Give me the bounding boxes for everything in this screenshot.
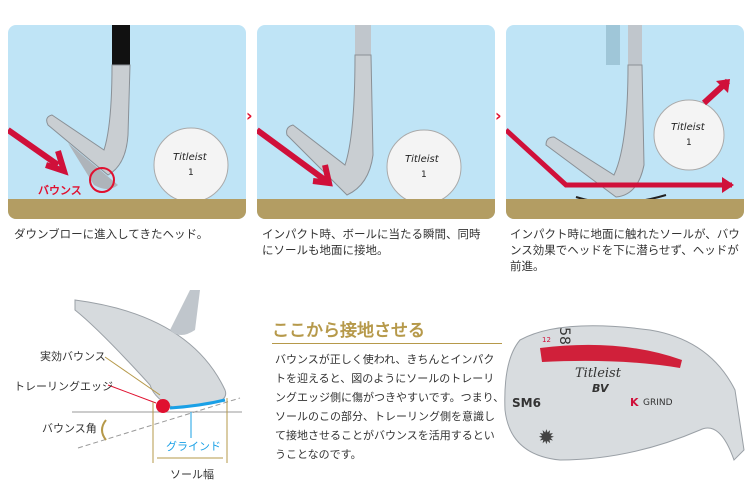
club-illustration: Titleist 1 [506,25,734,204]
wedge-sole-illustration [72,290,242,463]
caption-3: インパクト時に地面に触れたソールが、バウンス効果でヘッドを下に潜らせず、ヘッドが… [510,227,740,273]
sole-width-label: ソール幅 [170,468,214,481]
grind-letter: K [630,396,639,409]
caption-2: インパクト時、ボールに当たる瞬間、同時にソールも地面に接地。 [262,227,481,257]
svg-text:1: 1 [188,168,194,178]
ground [8,199,246,219]
svg-text:Titleist: Titleist [405,154,440,165]
next-arrow-icon: › [246,106,253,125]
grind-name: GRIND [643,398,673,408]
svg-text:1: 1 [686,138,692,148]
brand-sub: BV [592,382,609,395]
panel-follow-through: Titleist 1 [506,25,744,219]
next-arrow-icon: › [495,106,502,125]
brand-logo: Titleist [575,366,621,381]
club-illustration: Titleist 1 [257,25,462,205]
loft-number: 58 [555,327,572,345]
sole-diagram: 実効バウンス トレーリングエッジ バウンス角 グラインド ソール幅 [0,290,250,490]
club-illustration: Titleist 1 [8,25,229,203]
spin-milled-logo-icon: ✹ [538,425,555,449]
section-body: バウンスが正しく使われ、きちんとインパクトを迎えると、図のようにソールのトレーリ… [275,353,505,461]
caption-1: ダウンブローに進入してきたヘッド。 [14,227,209,241]
trailing-edge-label: トレーリングエッジ [14,380,113,393]
heading-divider [272,343,502,344]
bounce-angle-label: バウンス角 [42,422,97,435]
panel-downswing: Titleist 1 バウンス [8,25,246,219]
panel-impact: Titleist 1 [257,25,495,219]
grind-label: グラインド [166,440,221,453]
bounce-number: 12 [542,336,551,344]
ground [506,199,744,219]
bounce-label: バウンス [38,184,82,197]
model-name: SM6 [512,396,541,410]
effective-bounce-label: 実効バウンス [40,350,106,363]
svg-text:1: 1 [421,170,427,180]
ball-brand: Titleist [173,152,208,163]
ground [257,199,495,219]
wedge-illustration: 58 12 Titleist BV SM6 K GRIND ✹ [500,310,750,490]
section-heading: ここから接地させる [272,321,425,341]
svg-text:Titleist: Titleist [671,122,706,133]
